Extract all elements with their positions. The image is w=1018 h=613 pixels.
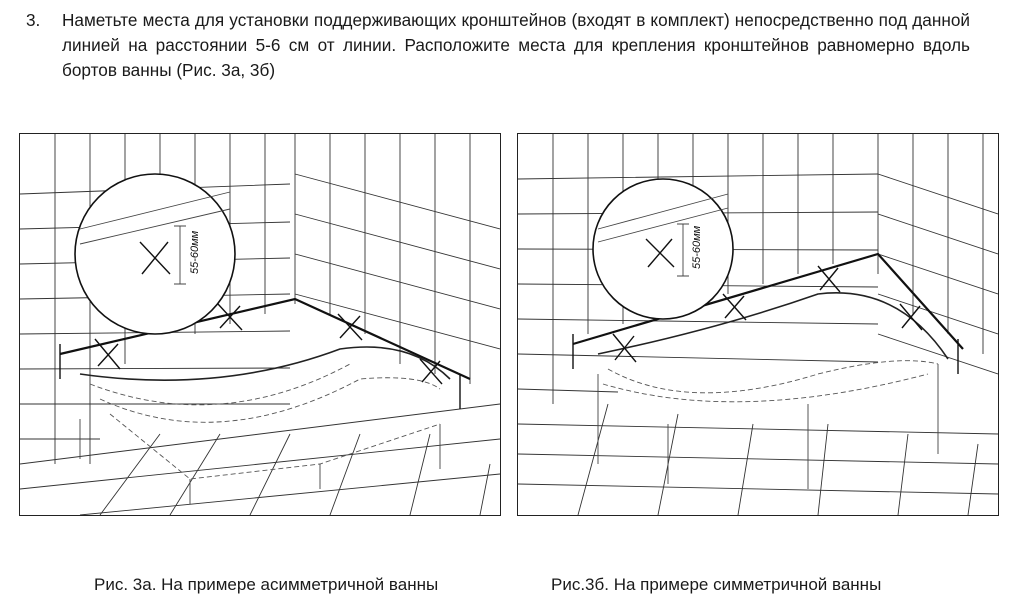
caption-symmetric: Рис.3б. На примере симметричной ванны	[551, 575, 882, 594]
tile-grid	[518, 134, 998, 515]
dimension-label: 55-60мм	[691, 225, 703, 269]
tile-grid	[20, 134, 500, 515]
instruction-step: 3. Наметьте места для установки поддержи…	[26, 8, 970, 83]
figure-symmetric-bath: 55-60мм	[517, 133, 999, 516]
figure-asymmetric-bath: 55-60мм	[19, 133, 501, 516]
symmetric-bath-drawing: 55-60мм	[518, 134, 998, 515]
dimension-label: 55-60мм	[189, 230, 201, 274]
step-number: 3.	[26, 10, 41, 30]
asymmetric-bath-drawing: 55-60мм	[20, 134, 500, 515]
step-text: Наметьте места для установки поддерживаю…	[62, 10, 970, 80]
caption-asymmetric: Рис. 3а. На примере асимметричной ванны	[94, 575, 439, 594]
